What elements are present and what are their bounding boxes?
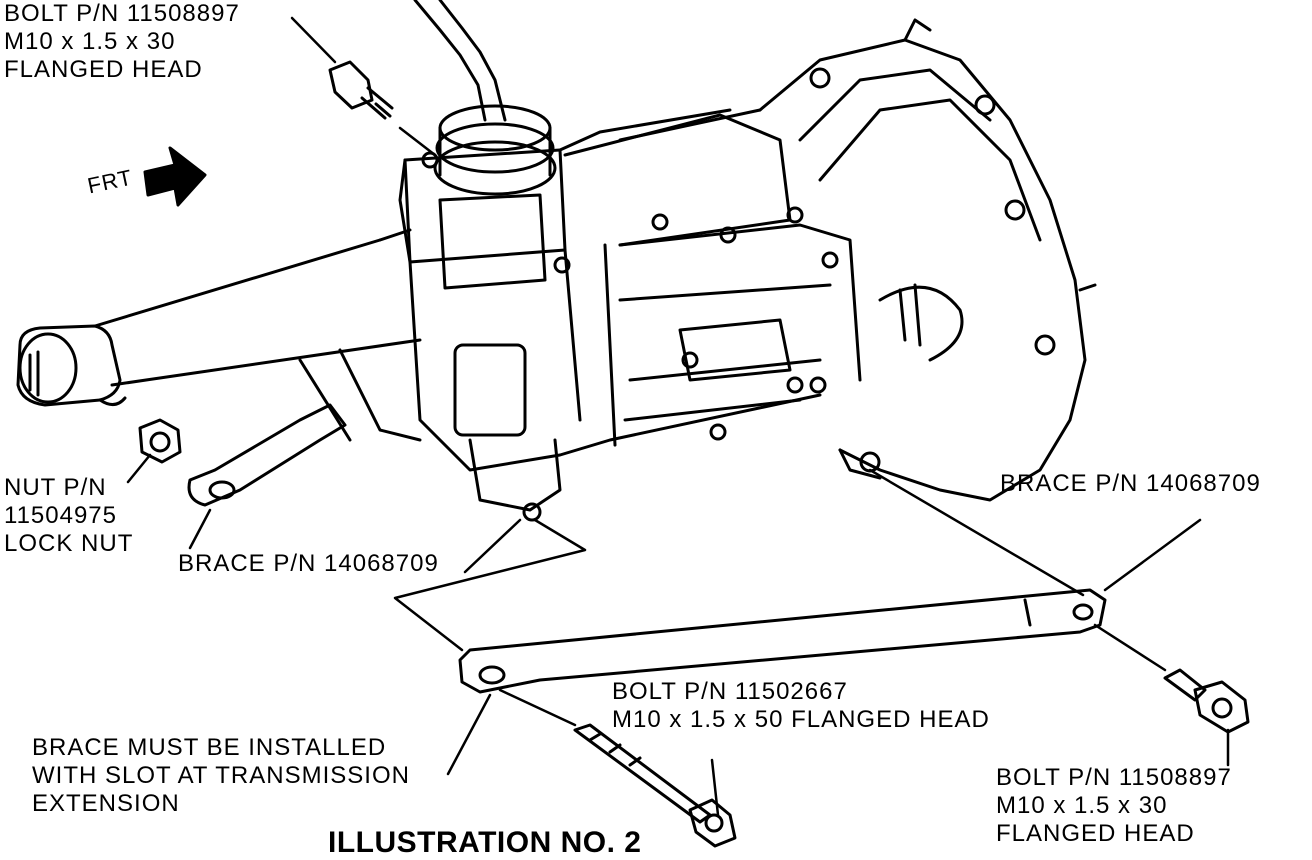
callout-line: EXTENSION (32, 790, 180, 817)
bellhousing (758, 18, 1097, 502)
callout-line: M10 x 1.5 x 50 FLANGED HEAD (612, 706, 990, 733)
callout-line: NUT P/N (4, 474, 107, 501)
bottom-right-bolt (1163, 668, 1250, 734)
illustration-title: ILLUSTRATION NO. 2 (328, 826, 642, 859)
callout-line: FLANGED HEAD (4, 56, 203, 83)
callout-line: BRACE P/N 14068709 (178, 550, 439, 577)
case-bolts (421, 151, 839, 441)
lock-nut (138, 418, 182, 464)
callout-line: 11504975 (4, 502, 117, 529)
callout-bolt-mid: BOLT P/N 11502667 M10 x 1.5 x 50 FLANGED… (612, 678, 990, 734)
callout-bolt-bottom: BOLT P/N 11508897 M10 x 1.5 x 30 FLANGED… (996, 764, 1232, 848)
callout-line: M10 x 1.5 x 30 (996, 792, 1168, 819)
callout-line: FLANGED HEAD (996, 820, 1195, 847)
callout-line: BOLT P/N 11508897 (4, 0, 240, 27)
top-cover (398, 108, 792, 290)
shifter-assembly (413, 0, 557, 196)
callout-line: LOCK NUT (4, 530, 134, 557)
lower-brace (458, 588, 1107, 694)
extension-housing (16, 228, 422, 407)
callout-line: M10 x 1.5 x 30 (4, 28, 176, 55)
front-arrow (143, 146, 207, 207)
left-brace (187, 403, 347, 507)
main-case (298, 223, 862, 522)
callout-brace-left: BRACE P/N 14068709 (178, 550, 439, 578)
callout-bolt-top: BOLT P/N 11508897 M10 x 1.5 x 30 FLANGED… (4, 0, 240, 84)
callout-line: BOLT P/N 11508897 (996, 764, 1232, 791)
top-bolt (328, 60, 394, 120)
callout-nut: NUT P/N 11504975 LOCK NUT (4, 474, 133, 558)
callout-line: BOLT P/N 11502667 (612, 678, 848, 705)
callout-line: WITH SLOT AT TRANSMISSION (32, 762, 410, 789)
callout-line: BRACE MUST BE INSTALLED (32, 734, 387, 761)
leader-lines (126, 16, 1230, 817)
callout-brace-right: BRACE P/N 14068709 (1000, 470, 1261, 498)
callout-install-note: BRACE MUST BE INSTALLED WITH SLOT AT TRA… (32, 734, 410, 818)
long-bolt (573, 723, 737, 848)
callout-line: BRACE P/N 14068709 (1000, 470, 1261, 497)
